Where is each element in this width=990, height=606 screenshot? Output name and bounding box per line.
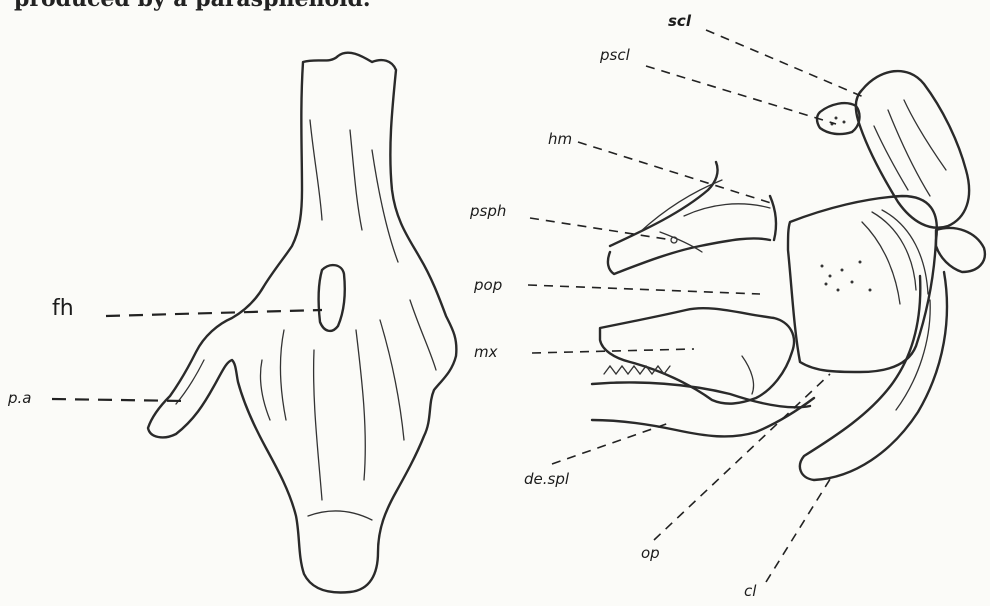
hyomandibular [610,162,776,246]
label-hm: hm [548,132,572,147]
label-op: op [641,546,660,561]
pop-leader-line [528,285,760,294]
maxilla [600,308,794,403]
label-pscl: pscl [600,48,630,63]
label-despl: de.spl [524,472,569,487]
despl-leader-line [552,422,672,464]
opercle [936,228,985,272]
cleithrum [800,272,947,480]
label-fh: fh [52,298,74,320]
scl-leader-line [706,30,866,98]
postsupracleithrum [817,103,859,134]
label-pop: pop [474,278,502,293]
cl-leader-line [766,476,832,582]
preopercle [788,196,937,372]
label-cl: cl [744,584,756,599]
parasphenoid-right [608,232,770,274]
fh-leader-line [106,310,322,316]
foramen-hypophyseos [319,265,345,331]
label-scl: scl [668,14,691,29]
label-pa: p.a [8,391,31,406]
mx-leader-line [532,349,694,353]
hm-leader-line [578,142,774,204]
label-mx: mx [474,345,498,360]
left-bone-outline [148,53,456,593]
supracleithrum [856,71,969,228]
pscl-leader-line [646,66,836,124]
label-psph: psph [470,204,506,219]
psph-leader-line [530,218,672,240]
